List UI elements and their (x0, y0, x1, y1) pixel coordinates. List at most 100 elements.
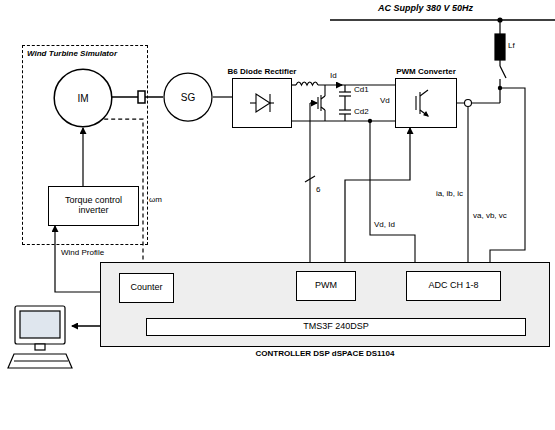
computer-icon (14, 360, 68, 361)
diode-rectifier-symbol (256, 94, 270, 112)
node-label: PWM (313, 281, 339, 291)
shaft-coupling (138, 91, 145, 103)
shaft-coupling (112, 91, 163, 103)
induction-machine: IM (53, 68, 113, 128)
sense-lines (368, 88, 525, 269)
node-label: SG (179, 92, 197, 103)
sense-lines (467, 107, 468, 269)
dc-link-wires (292, 82, 395, 121)
grid-filter-wire (499, 79, 500, 103)
pwm-converter-symbol (415, 96, 416, 110)
computer-icon (20, 311, 60, 338)
signal-name: Vd, Id (374, 221, 395, 230)
label-holder: Torque control inverter (49, 187, 138, 225)
pwm-converter-symbol (420, 110, 428, 116)
signal-name: va, vb, vc (473, 212, 507, 221)
dc-link-wires (296, 82, 318, 85)
pwm-box: PWM (296, 271, 356, 301)
gate-signal-line (305, 103, 317, 270)
sense-lines (490, 88, 525, 269)
grid-filter-wire (457, 102, 500, 103)
node-label: Torque control inverter (49, 196, 138, 216)
grid-filter-wire (457, 20, 506, 103)
label-holder: Counter (120, 274, 173, 302)
computer-icon (35, 344, 45, 350)
node-label: TMS3F 240DSP (301, 322, 371, 332)
node-label: Counter (128, 283, 164, 293)
group-heading: B6 Diode Rectifier (228, 67, 297, 76)
sense-lines (370, 121, 415, 269)
igbt-switch (324, 85, 325, 96)
label-holder: IM (53, 68, 113, 128)
igbt-switch (321, 96, 325, 99)
ac-supply-line (330, 19, 555, 21)
diode-rectifier-symbol (269, 94, 270, 112)
dc-link-wires (292, 120, 395, 121)
ac-supply-line (330, 18, 555, 22)
current-label: Id (330, 72, 337, 81)
group-heading: PWM Converter (396, 67, 456, 76)
computer-icon (8, 354, 72, 368)
inverter-box: Torque control inverter (48, 186, 139, 226)
pwm-converter-symbol (424, 112, 428, 116)
igbt-switch (318, 85, 325, 121)
rectifier-box: B6 Diode Rectifier (232, 78, 292, 128)
igbt-switch (324, 110, 325, 121)
group-heading: Wind Turbine Simulator (27, 49, 117, 58)
group-heading: CONTROLLER DSP dSPACE DS1104 (256, 349, 395, 358)
dc-capacitors (344, 85, 345, 92)
grid-filter-wire (495, 34, 505, 60)
simulator-group: Wind Turbine SimulatorIM Torque control i… (22, 45, 148, 245)
circle-outline (54, 69, 112, 127)
adc-box: ADC CH 1-8 (406, 271, 501, 301)
node-label: IM (75, 93, 90, 104)
signal-count: 6 (316, 186, 320, 195)
gate-signal-line (309, 103, 310, 270)
connector (82, 128, 83, 186)
label-holder: ADC CH 1-8 (407, 272, 500, 300)
igbt-switch (320, 95, 321, 111)
dc-capacitors (339, 85, 351, 121)
connector-label: Wind Profile (60, 249, 105, 258)
gate-signal-line (310, 102, 317, 103)
circle-outline (164, 73, 212, 121)
counter-box: Counter (119, 273, 174, 303)
capacitor-label: Cd1 (354, 86, 369, 95)
pwm-converter-symbol (416, 90, 428, 116)
converter-box: PWM Converter (395, 78, 457, 128)
computer-icon (15, 306, 65, 344)
pwm-converter-symbol (420, 90, 428, 96)
computer-icon (8, 306, 72, 368)
grid-filter-wire (499, 60, 500, 66)
label-holder: TMS3F 240DSP (147, 319, 525, 335)
grid-filter-wire (500, 66, 506, 78)
grid-filter-wire (499, 20, 500, 34)
connector (55, 226, 100, 292)
sense-lines (465, 100, 472, 107)
connector (345, 128, 410, 271)
connector (213, 96, 232, 97)
signal-name: ia, ib, ic (436, 190, 463, 199)
dc-capacitors (344, 114, 345, 121)
voltage-label: Vd (380, 97, 390, 106)
dc-link-wires (292, 84, 296, 85)
dc-link-wires (336, 84, 342, 85)
label-holder: SG (163, 72, 213, 122)
generator-circle: SG (163, 72, 213, 122)
dc-capacitors (339, 109, 351, 110)
controller-box: CONTROLLER DSP dSPACE DS1104CounterPWMAD… (100, 262, 550, 347)
igbt-switch (321, 107, 325, 110)
label-holder: PWM (297, 272, 355, 300)
inductor-label: Lf (508, 42, 515, 51)
capacitor-label: Cd2 (354, 108, 369, 117)
gate-signal-line (305, 176, 315, 182)
dc-capacitors (344, 96, 345, 110)
igbt-switch (317, 97, 318, 109)
node-label: ADC CH 1-8 (426, 281, 480, 291)
dc-capacitors (339, 91, 351, 92)
connector-label: ωm (148, 196, 163, 205)
supply-label: AC Supply 380 V 50Hz (378, 4, 473, 14)
diode-rectifier-symbol (250, 94, 274, 112)
dsp-bar: TMS3F 240DSP (146, 318, 526, 336)
